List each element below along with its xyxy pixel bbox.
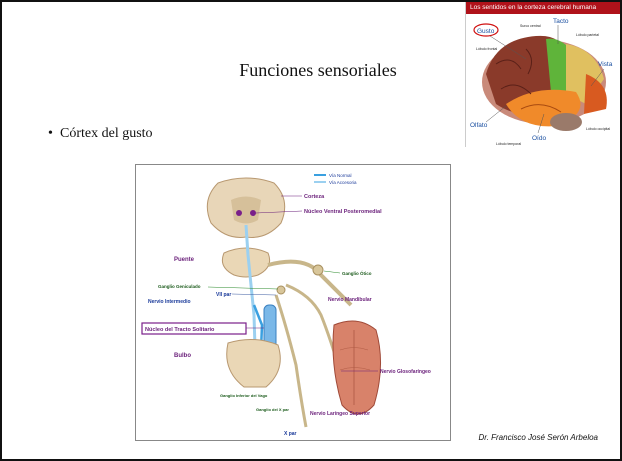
- brain-image-heading: Los sentidos en la corteza cerebral huma…: [466, 2, 621, 14]
- label-olfato: Olfato: [470, 122, 488, 129]
- thalamus-nucleus-right: [250, 210, 256, 216]
- label-nervio-glosofaringeo: Nervio Glosofaríngeo: [380, 369, 431, 375]
- label-nervio-laringeo: Nervio Laríngeo Superior: [310, 411, 370, 417]
- label-corteza: Corteza: [304, 194, 325, 200]
- label-surco-central: Surco central: [520, 24, 541, 28]
- label-gusto: Gusto: [477, 28, 495, 35]
- label-nervio-intermedio: Nervio Intermedio: [148, 299, 191, 305]
- label-vista: Vista: [598, 61, 613, 68]
- label-lobulo-frontal: Lóbulo frontal: [476, 47, 497, 51]
- footer-author: Dr. Francisco José Serón Arbeloa: [479, 433, 598, 442]
- slide-title: Funciones sensoriales: [198, 60, 438, 81]
- cerebellum-shape: [550, 113, 582, 131]
- pons-shape: [222, 248, 269, 277]
- label-ganglio-inferior-vago: Ganglio Inferior del Vago: [220, 393, 268, 398]
- label-tacto: Tacto: [553, 18, 569, 25]
- label-bulbo: Bulbo: [174, 353, 191, 359]
- taste-pathway-illustration: Vía Normal Vía Accesoria Corteza Núcleo …: [136, 165, 450, 440]
- label-nucleo-tracto-solitario: Núcleo del Tracto Solitario: [145, 327, 215, 333]
- label-vii-par: VII par: [216, 292, 231, 298]
- bullet-item: •Córtex del gusto: [48, 126, 153, 142]
- legend-via-accesoria: Vía Accesoria: [329, 180, 357, 185]
- label-ganglio-geniculado: Ganglio Geniculado: [158, 284, 201, 289]
- label-nervio-mandibular: Nervio Mandibular: [328, 297, 372, 303]
- bullet-symbol: •: [48, 126, 60, 142]
- label-nucleo-ventral: Núcleo Ventral Posteromedial: [304, 209, 382, 215]
- label-ganglio-ix: Ganglio del X par: [256, 407, 289, 412]
- thalamus-shape: [231, 197, 261, 224]
- brain-senses-image: Los sentidos en la corteza cerebral huma…: [465, 2, 621, 147]
- otic-ganglion: [313, 265, 323, 275]
- label-lobulo-temporal: Lóbulo temporal: [496, 142, 521, 146]
- label-ganglio-otico: Ganglio Ótico: [342, 269, 372, 276]
- medulla-shape: [227, 339, 281, 387]
- label-puente: Puente: [174, 257, 195, 263]
- geniculate-ganglion: [277, 286, 285, 294]
- taste-pathway-diagram: Vía Normal Vía Accesoria Corteza Núcleo …: [135, 164, 451, 441]
- label-x-par: X par: [284, 431, 297, 437]
- brain-illustration: Gusto Tacto Vista Olfato Oído Surco cent…: [466, 14, 621, 147]
- legend-via-normal: Vía Normal: [329, 173, 352, 178]
- label-oido: Oído: [532, 135, 546, 142]
- bullet-text: Córtex del gusto: [60, 126, 153, 141]
- label-lobulo-occipital: Lóbulo occipital: [586, 127, 610, 131]
- label-lobulo-parietal: Lóbulo parietal: [576, 33, 599, 37]
- thalamus-nucleus-left: [236, 210, 242, 216]
